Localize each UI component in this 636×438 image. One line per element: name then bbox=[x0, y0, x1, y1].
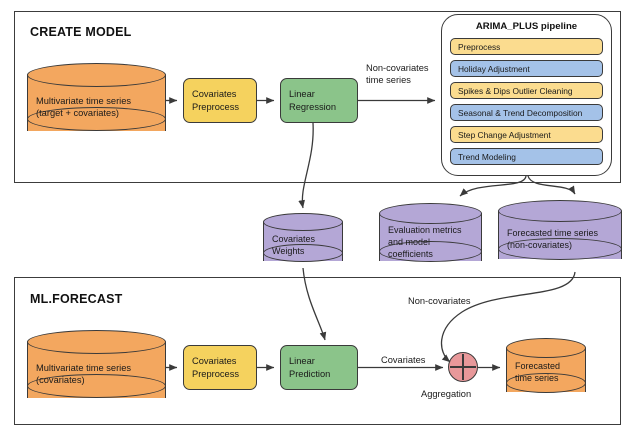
cylinder-label: Multivariate time series (target + covar… bbox=[36, 96, 132, 119]
create-model-covariates-preprocess: Covariates Preprocess bbox=[183, 78, 257, 123]
pipeline-step-spikes-dips-outlier-cleaning: Spikes & Dips Outlier Cleaning bbox=[450, 82, 603, 99]
ml-forecast-source-cylinder: Multivariate time series (covariates) bbox=[27, 330, 166, 410]
cylinder-label: Forecasted time series (non-covariates) bbox=[507, 228, 599, 250]
pipeline-step-preprocess: Preprocess bbox=[450, 38, 603, 55]
edge-label-non-covariates: Non-covariates bbox=[408, 296, 471, 306]
create-model-source-cylinder: Multivariate time series (target + covar… bbox=[27, 63, 166, 143]
ml-forecast-output-cylinder: Forecasted time series bbox=[506, 338, 586, 402]
cylinder-bottom-ellipse bbox=[379, 241, 482, 262]
edge-label-aggregation: Aggregation bbox=[421, 389, 472, 399]
process-label: Linear Prediction bbox=[289, 356, 331, 379]
cylinder-label: Covariates Weights bbox=[272, 234, 316, 256]
aggregation-node bbox=[448, 352, 478, 382]
aggregation-plus-vertical bbox=[462, 354, 464, 380]
ml-forecast-linear-prediction: Linear Prediction bbox=[280, 345, 358, 390]
process-label: Linear Regression bbox=[289, 89, 337, 112]
pipeline-step-holiday-adjustment: Holiday Adjustment bbox=[450, 60, 603, 77]
cylinder-bottom-ellipse bbox=[263, 244, 343, 262]
store-covariates-weights: Covariates Weights bbox=[263, 213, 343, 270]
cylinder-top-ellipse bbox=[379, 203, 482, 224]
pipeline-step-step-change-adjustment: Step Change Adjustment bbox=[450, 126, 603, 143]
edge-label-covariates: Covariates bbox=[381, 355, 426, 365]
process-label: Covariates Preprocess bbox=[192, 89, 240, 112]
cylinder-label: Multivariate time series (covariates) bbox=[36, 363, 132, 386]
cylinder-top-ellipse bbox=[27, 330, 166, 354]
process-label: Covariates Preprocess bbox=[192, 356, 240, 379]
cylinder-bottom-ellipse bbox=[498, 238, 622, 260]
pipeline-step-seasonal-trend-decomposition: Seasonal & Trend Decomposition bbox=[450, 104, 603, 121]
store-evaluation-metrics: Evaluation metrics and model coefficient… bbox=[379, 203, 482, 273]
create-model-title: CREATE MODEL bbox=[30, 25, 132, 39]
cylinder-label: Forecasted time series bbox=[515, 361, 561, 383]
cylinder-top-ellipse bbox=[263, 213, 343, 231]
cylinder-top-ellipse bbox=[498, 200, 622, 222]
arima-plus-pipeline-title: ARIMA_PLUS pipeline bbox=[475, 21, 578, 32]
cylinder-top-ellipse bbox=[506, 338, 586, 358]
ml-forecast-covariates-preprocess: Covariates Preprocess bbox=[183, 345, 257, 390]
ml-forecast-title: ML.FORECAST bbox=[30, 292, 123, 306]
edge-label-non-covariates-time-series: Non-covariates time series bbox=[366, 63, 429, 86]
cylinder-bottom-ellipse bbox=[27, 374, 166, 398]
cylinder-bottom-ellipse bbox=[27, 107, 166, 131]
store-forecasted-time-series-non-covariates: Forecasted time series (non-covariates) bbox=[498, 200, 622, 272]
cylinder-label: Evaluation metrics and model coefficient… bbox=[388, 225, 462, 259]
cylinder-bottom-ellipse bbox=[506, 373, 586, 393]
cylinder-top-ellipse bbox=[27, 63, 166, 87]
create-model-linear-regression: Linear Regression bbox=[280, 78, 358, 123]
pipeline-step-trend-modeling: Trend Modeling bbox=[450, 148, 603, 165]
